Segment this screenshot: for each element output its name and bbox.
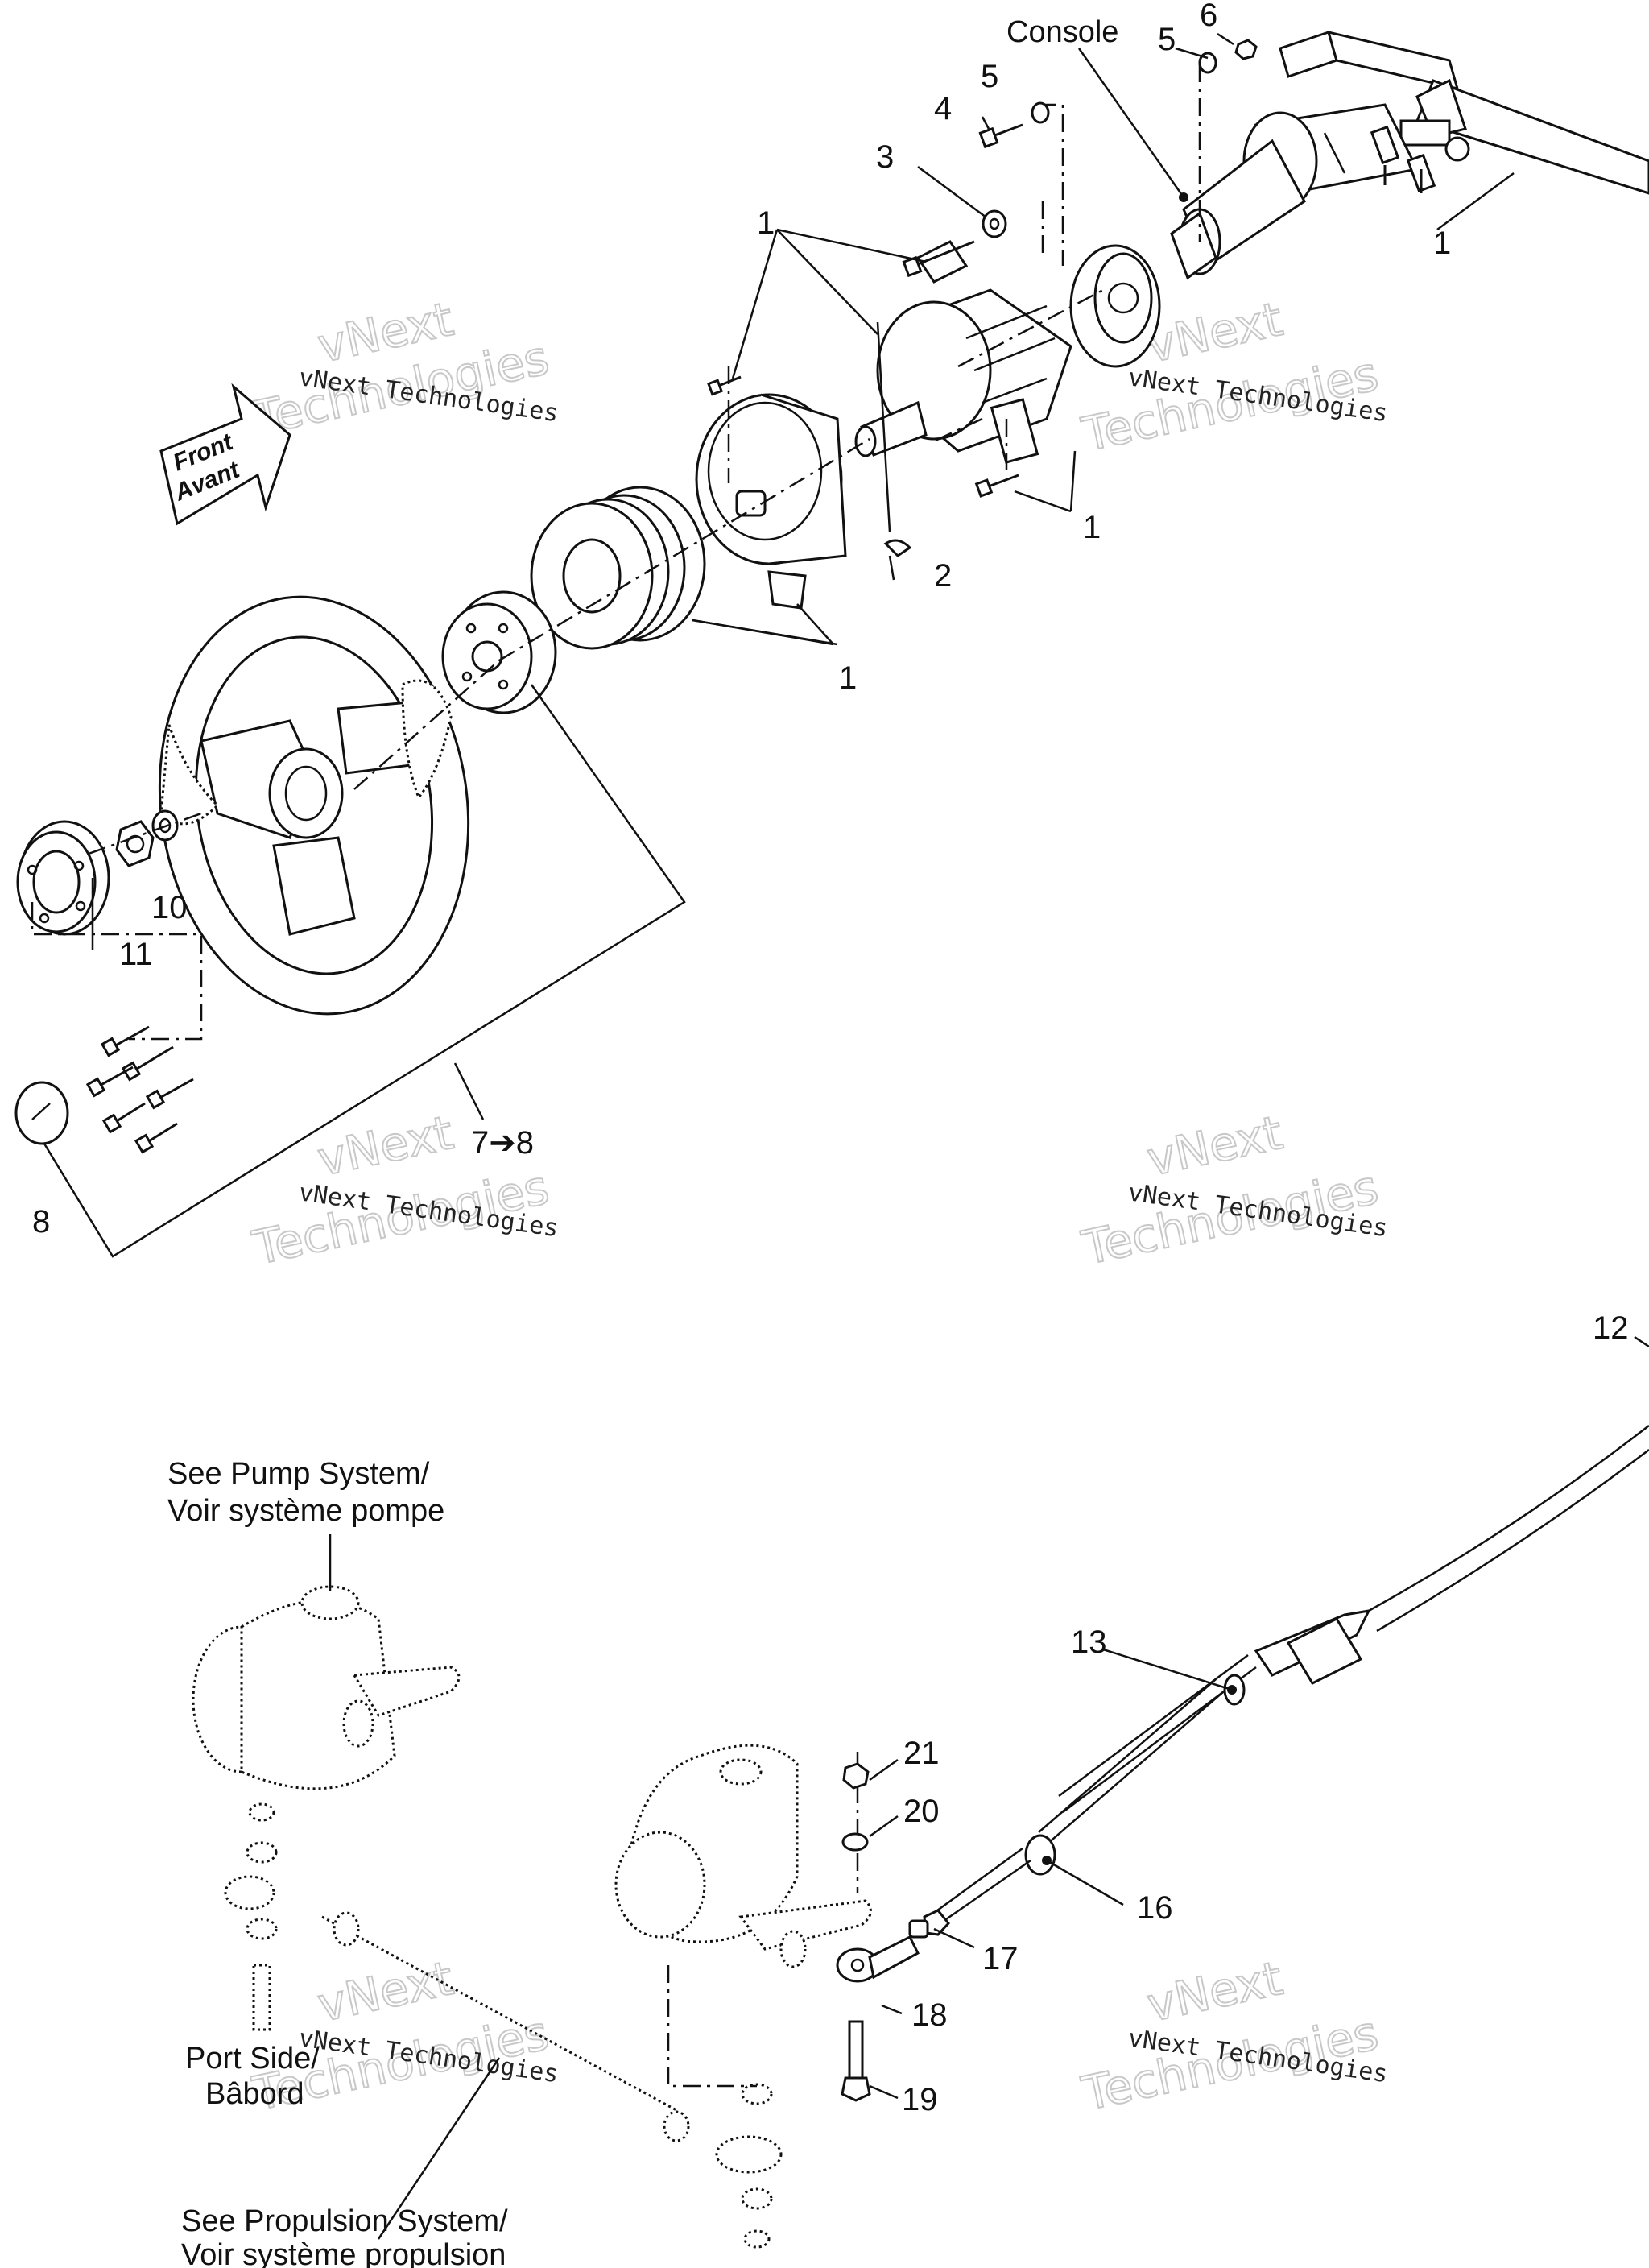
- tie-rod-assembly: [224, 1802, 783, 2249]
- callout-1-d: 1: [839, 660, 857, 696]
- assembly-bracket-7-8: [43, 684, 686, 1258]
- callout-4: 4: [934, 91, 952, 126]
- callout-21: 21: [903, 1736, 940, 1771]
- watermark-bottom-right: vNext Technologies vNext Technologies: [1077, 1950, 1390, 2122]
- callout-7-8: 7➔8: [471, 1125, 534, 1161]
- column-washer-3: [982, 209, 1007, 238]
- pump-steering-nozzle-port: [192, 1585, 461, 1790]
- note-propulsion-system-fr: Voir système propulsion: [181, 2238, 506, 2268]
- pump-steering-nozzle-starboard: [614, 1744, 872, 1968]
- steering-horn-badge: [14, 1081, 69, 1145]
- svg-text:vNext: vNext: [1143, 292, 1287, 374]
- leader-lines-top: [692, 32, 1515, 646]
- column-bolts-1d: [1383, 165, 1423, 193]
- steering-wheel: [158, 595, 470, 1016]
- hub-adapter-screws: [85, 1025, 194, 1154]
- callout-19: 19: [902, 2082, 938, 2117]
- callout-3: 3: [876, 139, 894, 175]
- callout-2: 2: [934, 558, 952, 594]
- ball-joint-18: [836, 1935, 920, 1983]
- callout-8: 8: [32, 1204, 50, 1240]
- note-port-side-fr: Bâbord: [205, 2077, 304, 2111]
- note-port-side-en: Port Side/: [185, 2042, 320, 2076]
- callout-6: 6: [1200, 0, 1217, 33]
- svg-text:vNext: vNext: [313, 1951, 458, 2033]
- callout-17: 17: [982, 1941, 1019, 1976]
- steering-spacer-stack: [530, 486, 706, 650]
- column-washer-5a: [1031, 101, 1050, 124]
- column-screw-1c: [974, 474, 1019, 498]
- callout-1-a: 1: [757, 205, 775, 241]
- cable-washer-20: [841, 1832, 869, 1852]
- column-washer-5b: [1198, 52, 1217, 74]
- svg-text:vNext: vNext: [1143, 1105, 1287, 1187]
- front-direction-arrow: Front Avant: [159, 383, 291, 526]
- note-propulsion-system-en: See Propulsion System/: [181, 2204, 508, 2238]
- leader-lines-bottom: [329, 1335, 1649, 2240]
- callout-10: 10: [151, 890, 188, 925]
- callout-20: 20: [903, 1794, 940, 1829]
- watermark-mid-right: vNext Technologies vNext Technologies: [1077, 1104, 1390, 1277]
- callout-console: Console: [1006, 15, 1118, 49]
- column-screw-1b: [707, 375, 742, 396]
- cable-nut-21: [842, 1762, 870, 1790]
- assembly-axis-lines-bottom: [667, 1752, 859, 2088]
- ball-joint-bolt-19: [841, 2020, 871, 2102]
- callout-12: 12: [1593, 1310, 1629, 1346]
- callout-5-top: 5: [1158, 22, 1176, 57]
- callout-1-c: 1: [1083, 510, 1101, 545]
- callout-1-b: 1: [1433, 226, 1451, 261]
- callout-5-left: 5: [981, 59, 998, 94]
- callout-11: 11: [119, 937, 153, 972]
- callout-16: 16: [1137, 1890, 1173, 1926]
- steering-hub-cover: [695, 393, 847, 610]
- svg-text:vNext: vNext: [313, 1105, 458, 1187]
- column-bolt-4: [978, 123, 1023, 149]
- steering-wheel-hub: [441, 590, 557, 714]
- column-nut-6: [1234, 39, 1258, 60]
- steering-nut: [115, 820, 155, 867]
- watermark-top-left: vNext Technologies vNext Technologies: [247, 291, 560, 447]
- steering-column-support: [1170, 30, 1649, 280]
- svg-text:vNext: vNext: [1143, 1951, 1287, 2033]
- column-key-2: [883, 539, 912, 557]
- note-pump-system-fr: Voir système pompe: [167, 1494, 444, 1528]
- callout-18: 18: [911, 1997, 948, 2033]
- callout-13: 13: [1071, 1624, 1107, 1660]
- hub-adapter-plate: [16, 820, 110, 936]
- note-pump-system-en: See Pump System/: [167, 1457, 430, 1491]
- steering-cable: [908, 1425, 1649, 1939]
- assembly-axis-lines: [31, 64, 1201, 1041]
